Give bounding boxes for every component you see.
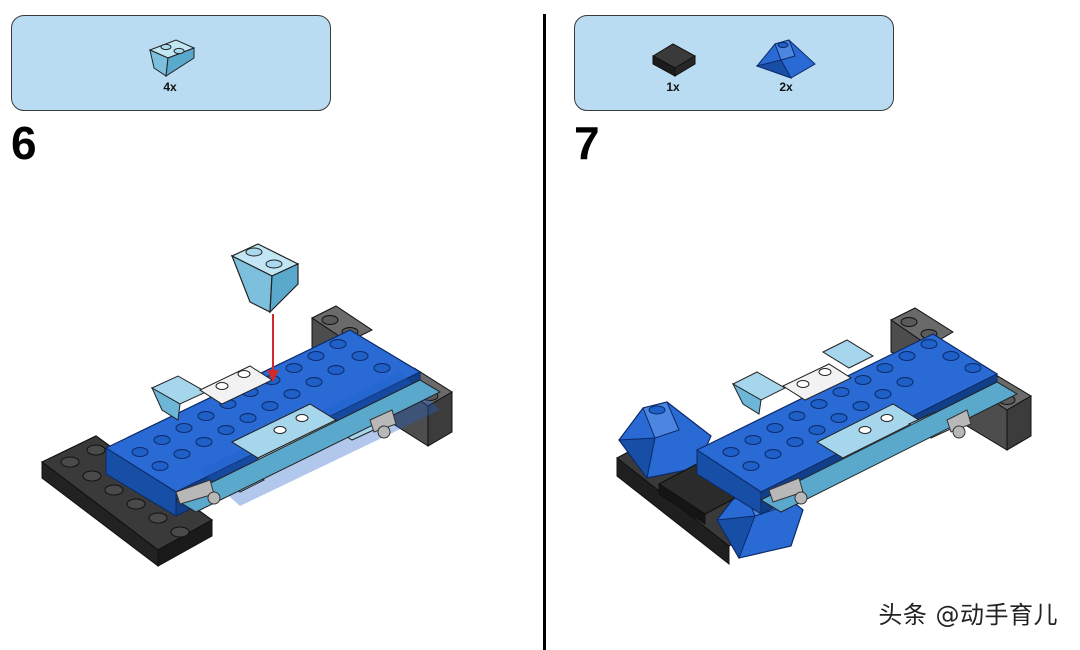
- black-slope-tile-icon: [651, 43, 697, 77]
- placement-arrow: [267, 314, 279, 382]
- watermark: 头条 @动手育儿: [878, 601, 1058, 629]
- part-item: 4x: [142, 36, 198, 94]
- light-blue-inverted-slope-brick: [230, 243, 300, 314]
- part-item: 1x: [645, 36, 701, 94]
- step-number: 6: [11, 117, 37, 169]
- part-quantity: 2x: [779, 80, 793, 94]
- step-number: 7: [574, 117, 600, 169]
- assembly-illustration-step-6: [40, 243, 453, 568]
- instruction-step-7: 1x 2x 7: [547, 0, 1080, 650]
- part-quantity: 1x: [666, 80, 680, 94]
- blue-wedge-slope-icon: [755, 39, 816, 79]
- part-item: 2x: [751, 36, 821, 94]
- light-blue-inverted-slope-brick-icon: [148, 39, 196, 77]
- parts-callout-step-7: 1x 2x: [574, 15, 894, 111]
- light-blue-side-pieces: [150, 365, 442, 513]
- blue-wedge-slope-left: [618, 401, 712, 480]
- instruction-step-6: 4x 6: [11, 15, 453, 568]
- step-divider: [543, 14, 546, 650]
- part-quantity: 4x: [163, 80, 177, 94]
- assembly-illustration-step-7: [616, 307, 1032, 566]
- light-blue-side-pieces: [731, 339, 1019, 513]
- gray-hinge-clips: [768, 409, 972, 505]
- gray-hinge-clips: [175, 409, 397, 505]
- black-plate: [40, 435, 214, 568]
- parts-callout-step-6: 4x: [11, 15, 331, 111]
